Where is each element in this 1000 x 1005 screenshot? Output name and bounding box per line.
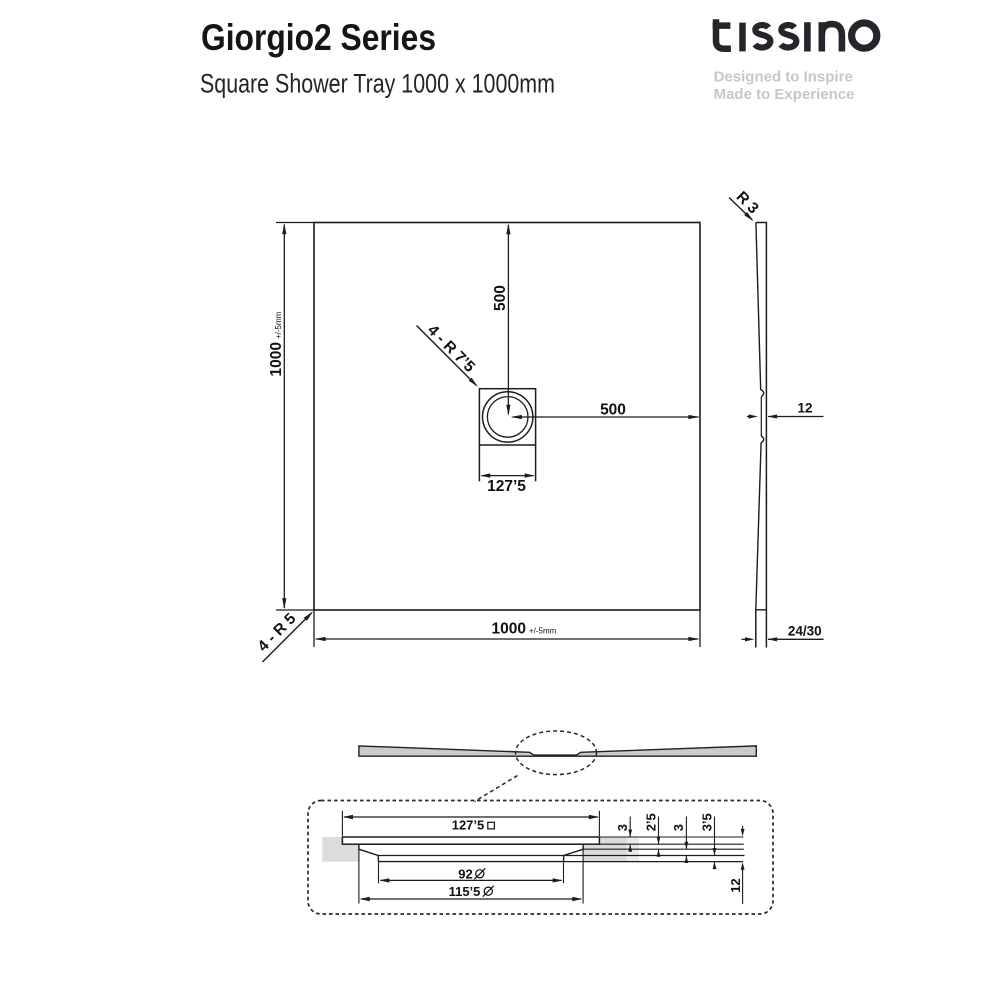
svg-text:24/30: 24/30 xyxy=(788,624,822,639)
svg-text:Designed to Inspire: Designed to Inspire xyxy=(714,69,853,86)
svg-text:500: 500 xyxy=(492,285,509,311)
svg-text:3’5: 3’5 xyxy=(699,813,714,831)
svg-text:115’5: 115’5 xyxy=(449,884,481,899)
svg-text:1000+/-5mm: 1000+/-5mm xyxy=(268,311,285,376)
svg-text:92: 92 xyxy=(458,866,472,881)
svg-text:1000+/-5mm: 1000+/-5mm xyxy=(492,621,557,638)
svg-text:3: 3 xyxy=(671,824,686,831)
svg-text:2’5: 2’5 xyxy=(643,813,658,831)
svg-text:Giorgio2 Series: Giorgio2 Series xyxy=(201,16,436,58)
svg-text:127’5: 127’5 xyxy=(452,817,485,832)
svg-text:127’5: 127’5 xyxy=(487,478,526,495)
svg-text:R 3: R 3 xyxy=(733,188,762,217)
svg-text:Square Shower Tray 1000 x 1000: Square Shower Tray 1000 x 1000mm xyxy=(200,68,555,98)
svg-text:500: 500 xyxy=(600,401,626,418)
svg-text:12: 12 xyxy=(728,878,743,892)
svg-text:3: 3 xyxy=(615,824,630,831)
svg-text:4 - R 5: 4 - R 5 xyxy=(255,610,300,655)
svg-text:4 - R 7’5: 4 - R 7’5 xyxy=(424,322,478,376)
svg-text:Made to Experience: Made to Experience xyxy=(714,86,855,103)
svg-text:12: 12 xyxy=(797,400,812,415)
